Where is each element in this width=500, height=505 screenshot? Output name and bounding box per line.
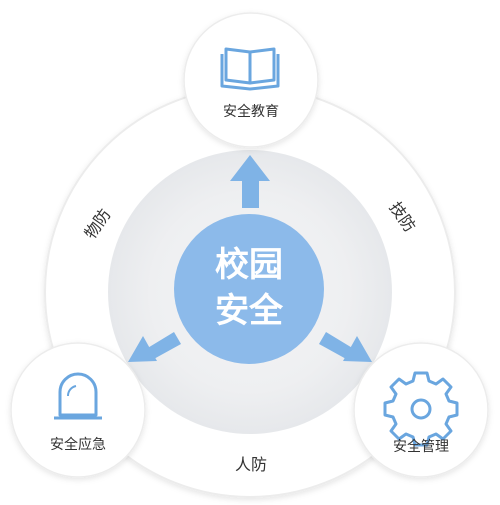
- arrow-up-icon: [230, 155, 270, 208]
- alarm-light-icon: [54, 372, 102, 420]
- node-label-emergency: 安全应急: [50, 436, 106, 453]
- node-safety-education: 安全教育: [183, 12, 319, 148]
- arrow-down-right-icon: [319, 332, 372, 362]
- ring-label-human: 人防: [235, 455, 267, 474]
- arrow-down-left-icon: [128, 332, 181, 362]
- center-circle: [174, 214, 324, 364]
- node-safety-management: 安全管理: [353, 342, 489, 478]
- center-title-line2: 安全: [215, 291, 284, 331]
- node-label-education: 安全教育: [223, 103, 279, 120]
- gear-icon: [383, 371, 459, 447]
- center-title-line1: 校园: [215, 245, 283, 285]
- node-label-management: 安全管理: [393, 438, 449, 455]
- node-safety-emergency: 安全应急: [10, 342, 146, 478]
- open-book-icon: [220, 47, 280, 91]
